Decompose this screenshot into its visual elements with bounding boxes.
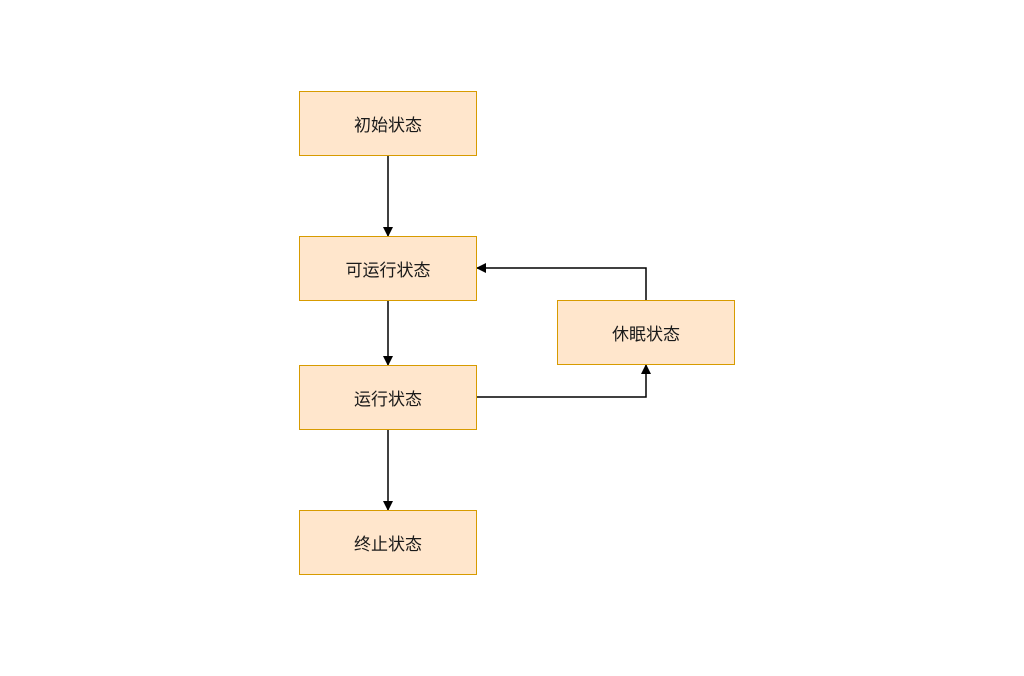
node-runnable-label: 可运行状态 xyxy=(345,261,431,281)
edge-running-to-sleeping xyxy=(477,364,651,398)
node-terminated-label: 终止状态 xyxy=(354,535,422,555)
node-runnable-state[interactable]: 可运行状态 xyxy=(299,236,477,301)
node-initial-label: 初始状态 xyxy=(354,116,422,136)
node-terminated-state[interactable]: 终止状态 xyxy=(299,510,477,575)
node-initial-state[interactable]: 初始状态 xyxy=(299,91,477,156)
node-sleeping-label: 休眠状态 xyxy=(612,325,680,345)
node-running-state[interactable]: 运行状态 xyxy=(299,365,477,430)
node-running-label: 运行状态 xyxy=(354,390,422,410)
node-sleeping-state[interactable]: 休眠状态 xyxy=(557,300,735,365)
edge-sleeping-to-runnable xyxy=(476,263,647,300)
